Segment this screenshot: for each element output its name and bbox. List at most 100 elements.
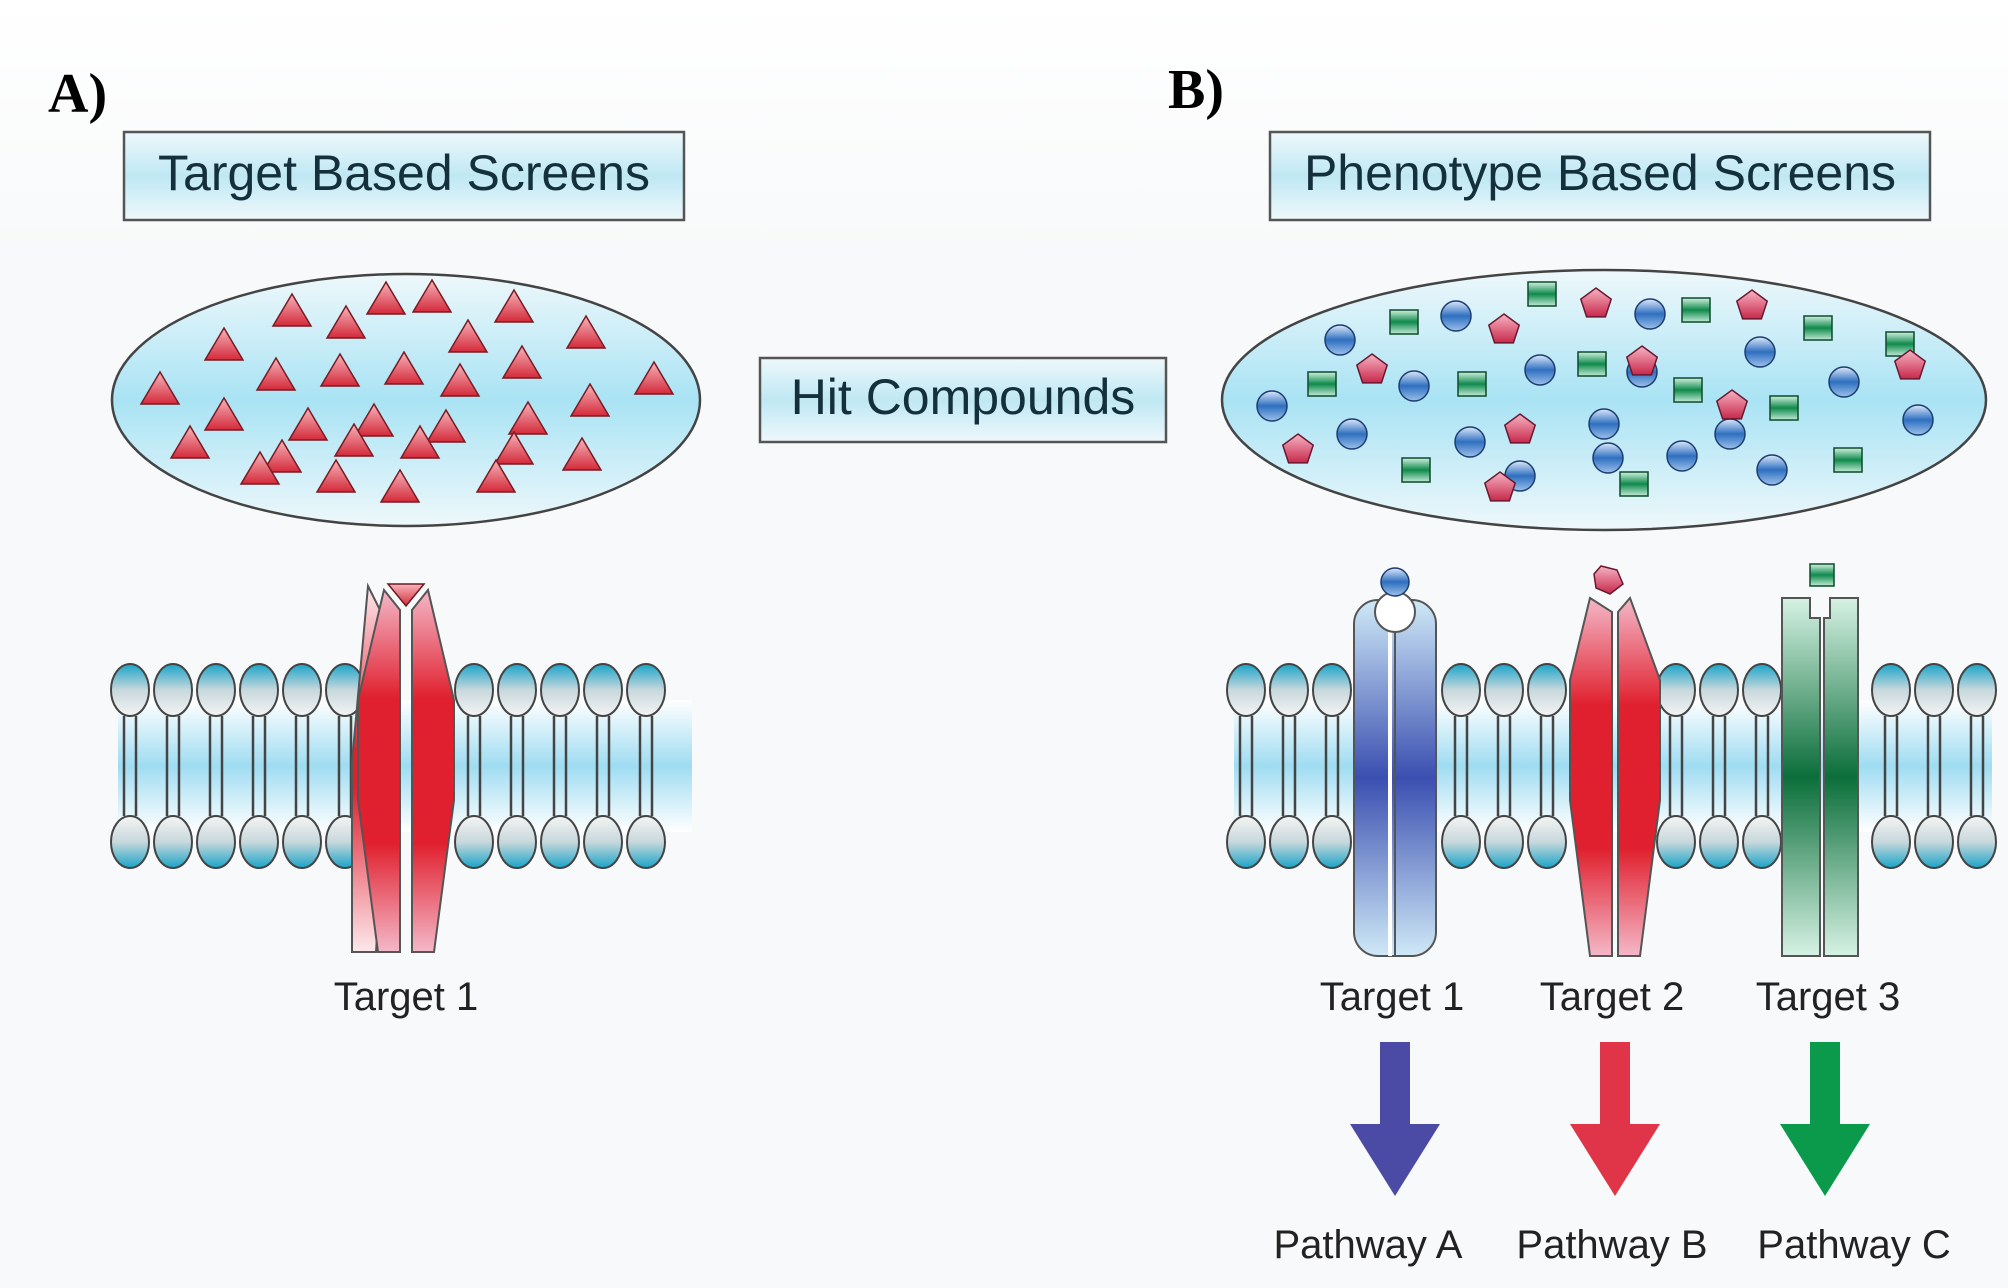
- pentagon-compound: [1893, 349, 1927, 380]
- panel-a-membrane: [110, 663, 692, 869]
- pentagon-compound: [1281, 433, 1315, 464]
- panel-b-target-2-label: Target 2: [1540, 975, 1685, 1019]
- pathway-a-label: Pathway A: [1273, 1223, 1462, 1267]
- sphere-compound: [1440, 300, 1472, 332]
- lipid-head: [1226, 663, 1266, 717]
- lipid-head: [1441, 815, 1481, 869]
- lipid-head: [1957, 815, 1997, 869]
- triangle-compound: [365, 280, 407, 315]
- triangle-compound: [287, 406, 329, 441]
- triangle-compound: [399, 424, 441, 459]
- lipid-head: [626, 663, 666, 717]
- panel-b-bound-sphere: [1380, 567, 1410, 597]
- receptor-a-left-half: [357, 587, 401, 953]
- sphere-compound: [1756, 454, 1788, 486]
- lipid-head: [1699, 663, 1739, 717]
- panel-b-bound-cube: [1809, 563, 1835, 587]
- lipid-head: [1312, 815, 1352, 869]
- triangle-compound: [425, 408, 467, 443]
- lipid-head: [540, 663, 580, 717]
- pathway-a-arrow: [1350, 1042, 1440, 1196]
- pathway-c-label: Pathway C: [1757, 1223, 1950, 1267]
- panel-b-receptor-1: [1353, 567, 1437, 957]
- lipid-head: [626, 815, 666, 869]
- panel-a-receptor-halves: [357, 583, 455, 953]
- pathway-c-arrow: [1780, 1042, 1870, 1196]
- cube-compound: [1457, 371, 1487, 397]
- panel-b-compounds: [1256, 281, 1934, 502]
- hit-compounds-box: Hit Compounds: [758, 356, 1168, 444]
- lipid-head: [540, 815, 580, 869]
- pentagon-compound: [1355, 353, 1389, 384]
- sphere-compound: [1324, 324, 1356, 356]
- lipid-head: [1527, 815, 1567, 869]
- lipid-head: [1699, 815, 1739, 869]
- cube-compound: [1401, 457, 1431, 483]
- cube-compound: [1389, 309, 1419, 335]
- lipid-head: [1957, 663, 1997, 717]
- lipid-head: [1656, 815, 1696, 869]
- pentagon-compound: [1579, 287, 1613, 318]
- lipid-head: [1914, 663, 1954, 717]
- sphere-compound: [1634, 298, 1666, 330]
- sphere-compound: [1744, 336, 1776, 368]
- triangle-compound: [169, 424, 211, 459]
- lipid-head: [239, 663, 279, 717]
- receptor-a-right-half: [411, 587, 455, 953]
- sphere-compound: [1398, 370, 1430, 402]
- triangle-compound: [271, 292, 313, 327]
- triangle-compound: [325, 304, 367, 339]
- panel-b-target-1-label: Target 1: [1320, 975, 1465, 1019]
- sphere-compound: [1454, 426, 1486, 458]
- lipid-head: [1742, 815, 1782, 869]
- sphere-compound: [1902, 404, 1934, 436]
- lipid-head: [1871, 815, 1911, 869]
- triangle-compound: [383, 350, 425, 385]
- pentagon-compound: [1625, 345, 1659, 376]
- lipid-head: [583, 815, 623, 869]
- pentagon-compound: [1487, 313, 1521, 344]
- sphere-compound: [1524, 354, 1556, 386]
- cube-compound: [1833, 447, 1863, 473]
- panel-b-letter: B): [1168, 59, 1224, 121]
- lipid-head: [583, 663, 623, 717]
- lipid-head: [153, 663, 193, 717]
- lipid-head: [1312, 663, 1352, 717]
- triangle-compound: [261, 438, 303, 473]
- triangle-compound: [447, 318, 489, 353]
- lipid-head: [497, 815, 537, 869]
- triangle-compound: [507, 400, 549, 435]
- cube-compound: [1681, 297, 1711, 323]
- triangle-compound: [493, 430, 535, 465]
- triangle-compound: [411, 278, 453, 313]
- panel-b-receptor-3: [1781, 563, 1859, 957]
- pathway-b-label: Pathway B: [1516, 1223, 1707, 1267]
- triangle-compound: [633, 360, 675, 395]
- pentagon-compound: [1735, 289, 1769, 320]
- lipid-head: [110, 815, 150, 869]
- lipid-head: [282, 815, 322, 869]
- triangle-compound: [203, 396, 245, 431]
- panel-a-title: Target Based Screens: [158, 145, 650, 201]
- triangle-compound: [315, 458, 357, 493]
- sphere-compound: [1828, 366, 1860, 398]
- lipid-head: [1226, 815, 1266, 869]
- lipid-head: [1527, 663, 1567, 717]
- lipid-head: [497, 663, 537, 717]
- lipid-head: [1484, 815, 1524, 869]
- panel-b-bound-pentagon: [1593, 565, 1624, 595]
- hit-compounds-label: Hit Compounds: [791, 369, 1136, 425]
- triangle-compound: [439, 362, 481, 397]
- lipid-head: [1441, 663, 1481, 717]
- pentagon-compound: [1483, 471, 1517, 502]
- triangle-compound: [561, 436, 603, 471]
- sphere-compound: [1256, 390, 1288, 422]
- lipid-head: [454, 663, 494, 717]
- sphere-compound: [1714, 418, 1746, 450]
- cube-compound: [1577, 351, 1607, 377]
- cube-compound: [1803, 315, 1833, 341]
- cube-compound: [1619, 471, 1649, 497]
- cube-compound: [1673, 377, 1703, 403]
- panel-b-title: Phenotype Based Screens: [1304, 145, 1896, 201]
